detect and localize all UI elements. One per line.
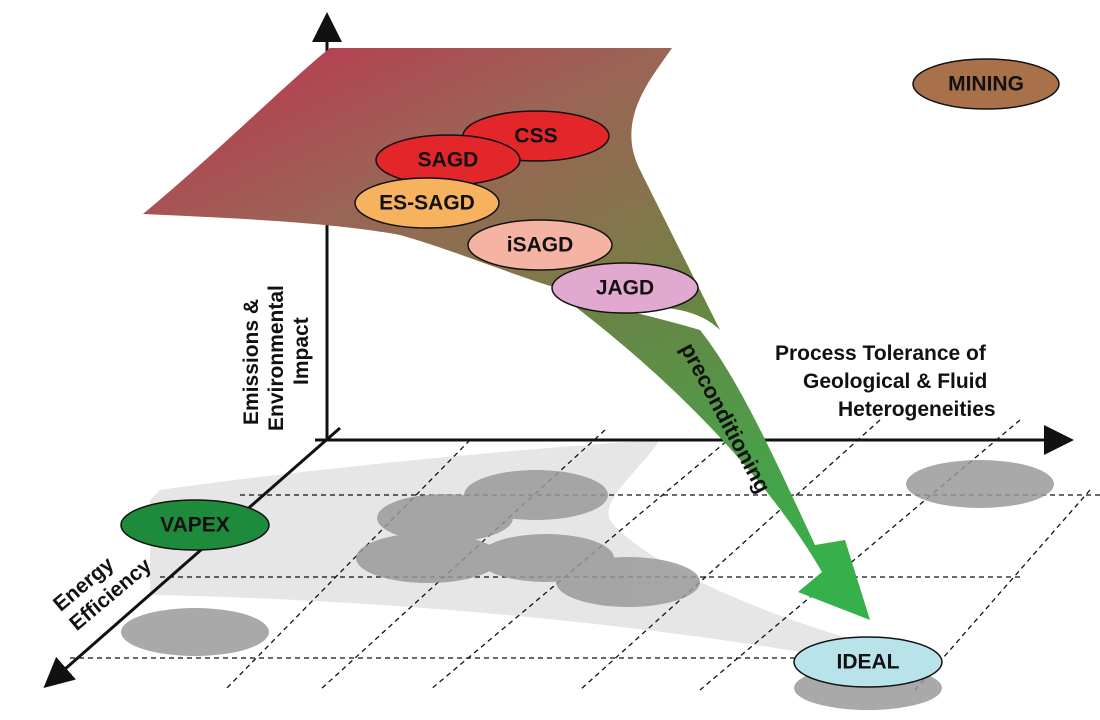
vapex-shadow [121,608,269,656]
arrow-label: preconditioning [676,339,776,497]
svg-text:Process Tolerance of: Process Tolerance of [775,342,987,365]
svg-text:SAGD: SAGD [418,149,479,172]
svg-text:Environmental: Environmental [265,285,288,431]
svg-text:iSAGD: iSAGD [507,234,574,257]
sagd-shadow [377,494,513,542]
es-sagd-oval: ES-SAGD [354,177,500,229]
svg-text:CSS: CSS [514,125,557,148]
depth-axis [43,426,341,688]
svg-text:ES-SAGD: ES-SAGD [379,192,475,215]
jagd-oval: JAGD [551,262,699,314]
isagd-oval: iSAGD [467,219,613,271]
ideal-oval: IDEAL [793,636,943,688]
svg-text:Geological & Fluid: Geological & Fluid [803,370,987,393]
sagd-oval: SAGD [375,134,521,186]
svg-text:VAPEX: VAPEX [160,514,230,537]
es-sagd-shadow [356,533,500,583]
svg-text:MINING: MINING [948,73,1024,96]
horizontal-axis-label: Process Tolerance of Geological & Fluid … [775,342,996,421]
svg-text:IDEAL: IDEAL [837,651,900,674]
vapex-oval: VAPEX [120,499,270,551]
svg-text:JAGD: JAGD [596,277,654,300]
svg-text:Emissions &: Emissions & [240,299,263,425]
mining-shadow [906,460,1054,508]
svg-text:Heterogeneities: Heterogeneities [838,398,996,421]
jagd-shadow [556,557,700,607]
svg-text:Impact: Impact [290,317,313,385]
mining-oval: MINING [912,58,1060,110]
preconditioning-arrow [560,295,870,620]
vertical-axis-label: Emissions & Environmental Impact [240,285,313,431]
